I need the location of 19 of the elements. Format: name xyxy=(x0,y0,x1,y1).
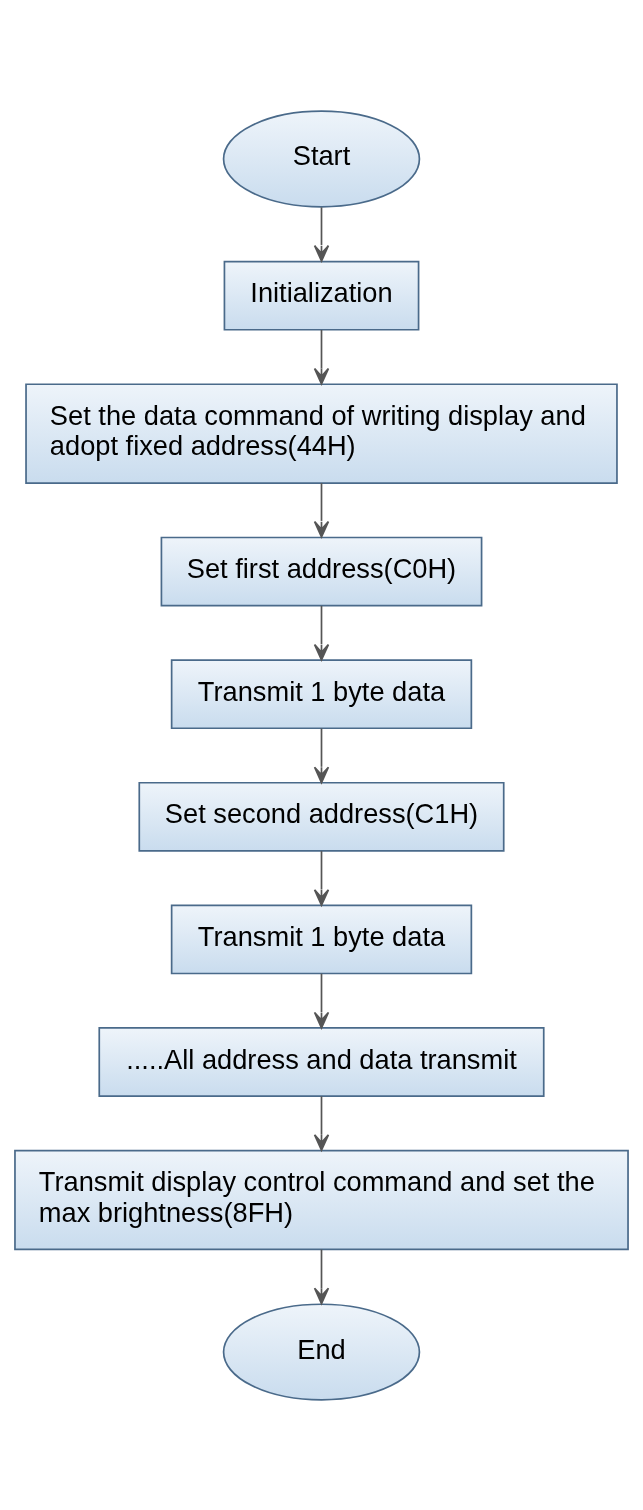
node-ellipse: End xyxy=(222,1302,421,1401)
arrow xyxy=(313,727,330,783)
node-ellipse: Start xyxy=(222,109,421,208)
arrow xyxy=(313,481,330,538)
arrow xyxy=(313,604,330,661)
node-box: Transmit 1 byte data xyxy=(170,658,473,729)
arrow xyxy=(313,205,330,262)
node-box: Set second address(C1H) xyxy=(138,781,505,852)
node-box: Set first address(C0H) xyxy=(160,536,483,606)
node-box: .....All address and data transmit xyxy=(98,1026,545,1097)
node-box: Transmit display control command and set the max brightness(8FH) xyxy=(14,1149,629,1250)
arrow xyxy=(313,849,330,906)
node-box: Set the data command of writing display and adopt fixed address(44H) xyxy=(25,382,618,484)
arrow xyxy=(313,1094,330,1151)
node-box: Transmit 1 byte data xyxy=(170,904,473,974)
arrow xyxy=(313,328,330,385)
arrow xyxy=(313,972,330,1029)
node-box: Initialization xyxy=(223,260,420,331)
arrow xyxy=(313,1248,330,1304)
